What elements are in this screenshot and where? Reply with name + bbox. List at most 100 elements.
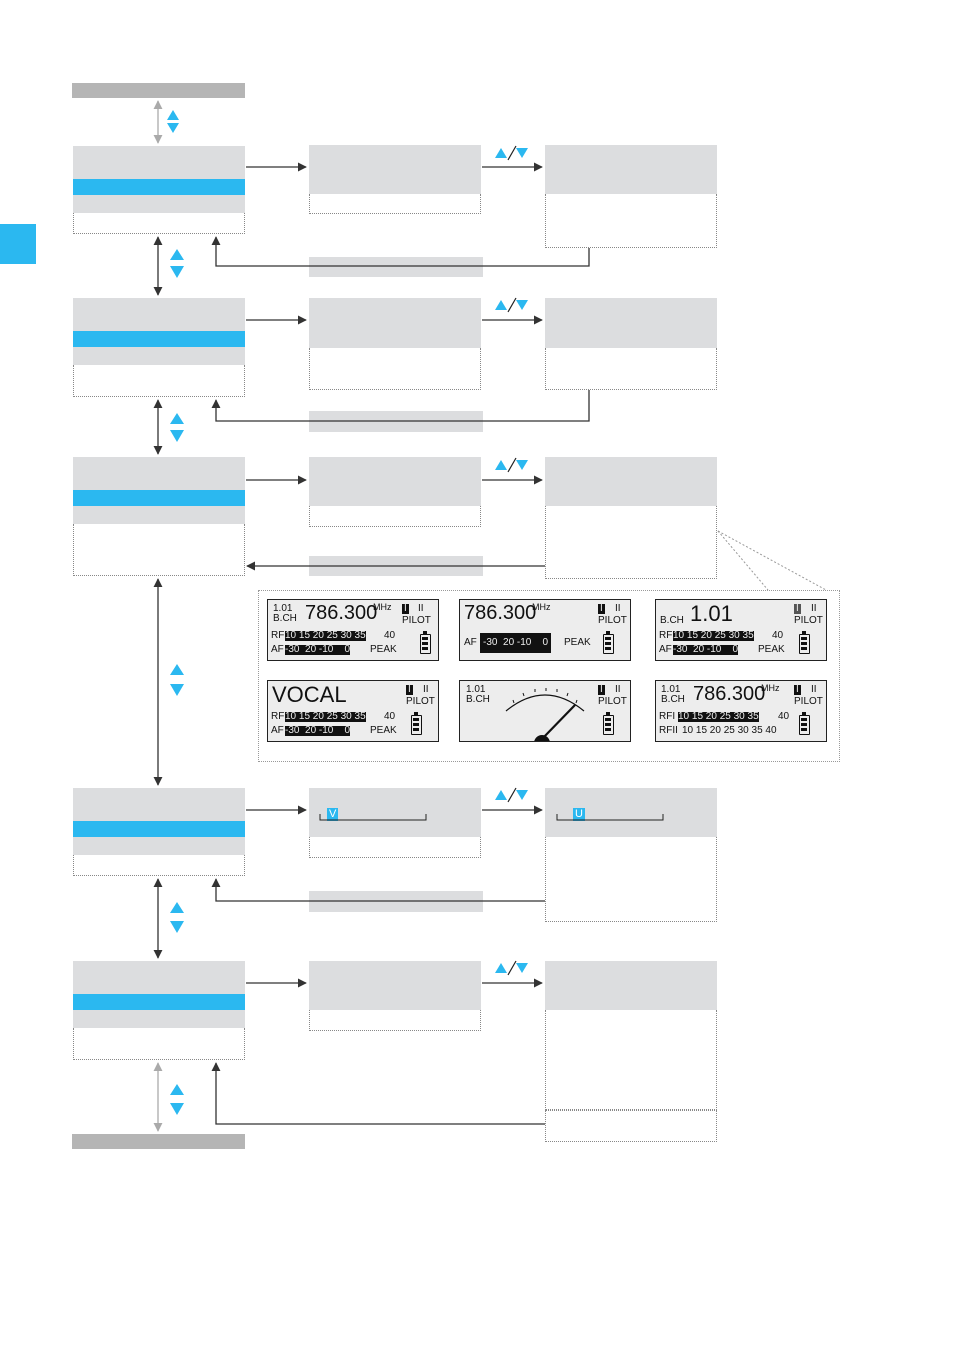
setting-box-5[interactable] — [309, 961, 481, 1010]
menu-item-above — [73, 788, 245, 821]
lcd-af-label: AF — [464, 637, 477, 648]
lcd-af-scale: -30 20 -10 0 — [285, 644, 351, 655]
battery-icon — [799, 712, 810, 735]
edit-box-5[interactable] — [545, 961, 717, 1010]
lcd-rf-end: 40 — [772, 630, 784, 641]
up-down-arrows-icon — [170, 1084, 184, 1115]
battery-icon — [420, 631, 431, 654]
lcd-bank-channel: B.CH — [661, 694, 685, 705]
menu-item-info — [73, 213, 245, 234]
lcd-af-scale: -30 20 -10 0 — [673, 644, 739, 655]
setting-box-2[interactable] — [309, 298, 481, 348]
lcd-diversity-1: I — [402, 603, 409, 614]
menu-item-info — [73, 855, 245, 876]
setting-info-4 — [309, 837, 481, 858]
lcd-rf-end: 40 — [384, 630, 396, 641]
menu-top-bar — [72, 83, 245, 98]
lcd-rf-scale: 10 15 20 25 30 35 — [285, 630, 366, 641]
lcd-pilot: PILOT — [598, 696, 627, 707]
edit-box-1[interactable] — [545, 145, 717, 194]
setting-info-3 — [309, 506, 481, 527]
menu-item-below — [73, 506, 245, 524]
lcd-diversity-2: II — [418, 603, 424, 614]
battery-icon — [603, 631, 614, 654]
lcd-rf1-end: 40 — [778, 711, 790, 722]
lcd-peak: PEAK — [564, 637, 591, 648]
lcd-pilot: PILOT — [794, 696, 823, 707]
edit-box-2[interactable] — [545, 298, 717, 348]
lcd-channel: 1.01 — [273, 603, 293, 614]
setting-info-1 — [309, 194, 481, 214]
lcd-diversity-1: I — [406, 684, 413, 695]
lcd-rf1-label: RFI — [659, 711, 676, 722]
lcd-bank-channel: B.CH — [273, 613, 297, 624]
up-down-arrows-icon — [170, 664, 184, 696]
up-slash-down-icon — [495, 297, 528, 313]
lcd-channel-large: 1.01 — [690, 601, 733, 626]
edit-info-2 — [545, 348, 717, 390]
menu-item-info — [73, 524, 245, 576]
menu-item-selected[interactable] — [73, 331, 245, 347]
menu-item-below — [73, 347, 245, 365]
lcd-mhz: MHz — [761, 683, 780, 693]
menu-item-above — [73, 961, 245, 994]
up-down-arrows-icon — [170, 902, 184, 933]
battery-icon — [799, 631, 810, 654]
edit-box-4[interactable]: U — [545, 788, 717, 837]
menu-item-above — [73, 298, 245, 331]
lcd-display-6: 1.01 B.CH 786.300 MHz I II PILOT RFI 10 … — [655, 680, 827, 742]
lcd-rf-scale: 10 15 20 25 30 35 — [285, 711, 366, 722]
up-down-arrows-icon — [167, 110, 179, 133]
menu-item-selected[interactable] — [73, 994, 245, 1010]
up-down-arrows-icon — [170, 249, 184, 278]
menu-item-selected[interactable] — [73, 490, 245, 506]
display-gallery — [258, 590, 840, 762]
edit-info-3 — [545, 506, 717, 579]
lcd-rf-label: RF — [271, 630, 285, 641]
setting-box-3[interactable] — [309, 457, 481, 506]
setting-box-1[interactable] — [309, 145, 481, 194]
edit-info-5 — [545, 1010, 717, 1110]
up-down-arrows-icon — [170, 413, 184, 442]
lcd-mhz: MHz — [373, 602, 392, 612]
up-slash-down-icon — [495, 145, 528, 161]
return-strip-1 — [309, 257, 483, 277]
page-side-tab — [0, 224, 36, 264]
lcd-display-3: B.CH 1.01 I II PILOT RF 10 15 20 25 30 3… — [655, 599, 827, 661]
up-slash-down-icon — [495, 457, 528, 473]
lcd-rf2-label: RFII — [659, 725, 678, 736]
lcd-diversity-1: I — [598, 603, 605, 614]
lcd-pilot: PILOT — [598, 615, 627, 626]
setting-info-5 — [309, 1010, 481, 1031]
menu-item-above — [73, 457, 245, 490]
edit-box-3[interactable] — [545, 457, 717, 506]
lcd-diversity-1: I — [794, 684, 801, 695]
menu-item-selected[interactable] — [73, 821, 245, 837]
lcd-peak: PEAK — [370, 644, 397, 655]
lcd-diversity-2: II — [615, 684, 621, 695]
lcd-frequency: 786.300 — [305, 602, 378, 624]
lcd-rf2-scale: 10 15 20 25 30 35 40 — [682, 725, 777, 736]
lcd-pilot: PILOT — [402, 615, 431, 626]
analog-meter-icon — [505, 688, 585, 741]
lcd-mhz: MHz — [532, 602, 551, 612]
lcd-bank-channel: B.CH — [660, 615, 684, 626]
lcd-name: VOCAL — [272, 682, 347, 707]
setting-box-4[interactable]: V — [309, 788, 481, 837]
lcd-diversity-2: II — [811, 603, 817, 614]
lcd-af-label: AF — [271, 644, 284, 655]
lcd-rf1-scale: 10 15 20 25 30 35 — [678, 711, 759, 722]
lcd-rf-label: RF — [659, 630, 673, 641]
lcd-diversity-1: I — [598, 684, 605, 695]
lcd-diversity-2: II — [615, 603, 621, 614]
edit-info-1 — [545, 194, 717, 248]
lcd-af-scale: -30 20 -10 0 — [285, 725, 351, 736]
menu-item-selected[interactable] — [73, 179, 245, 195]
battery-icon — [603, 712, 614, 735]
lcd-af-label: AF — [271, 725, 284, 736]
lcd-af-label: AF — [659, 644, 672, 655]
edit-char-right[interactable]: U — [573, 808, 585, 821]
edit-char-left[interactable]: V — [327, 808, 339, 821]
lcd-bank-channel: B.CH — [466, 694, 490, 705]
